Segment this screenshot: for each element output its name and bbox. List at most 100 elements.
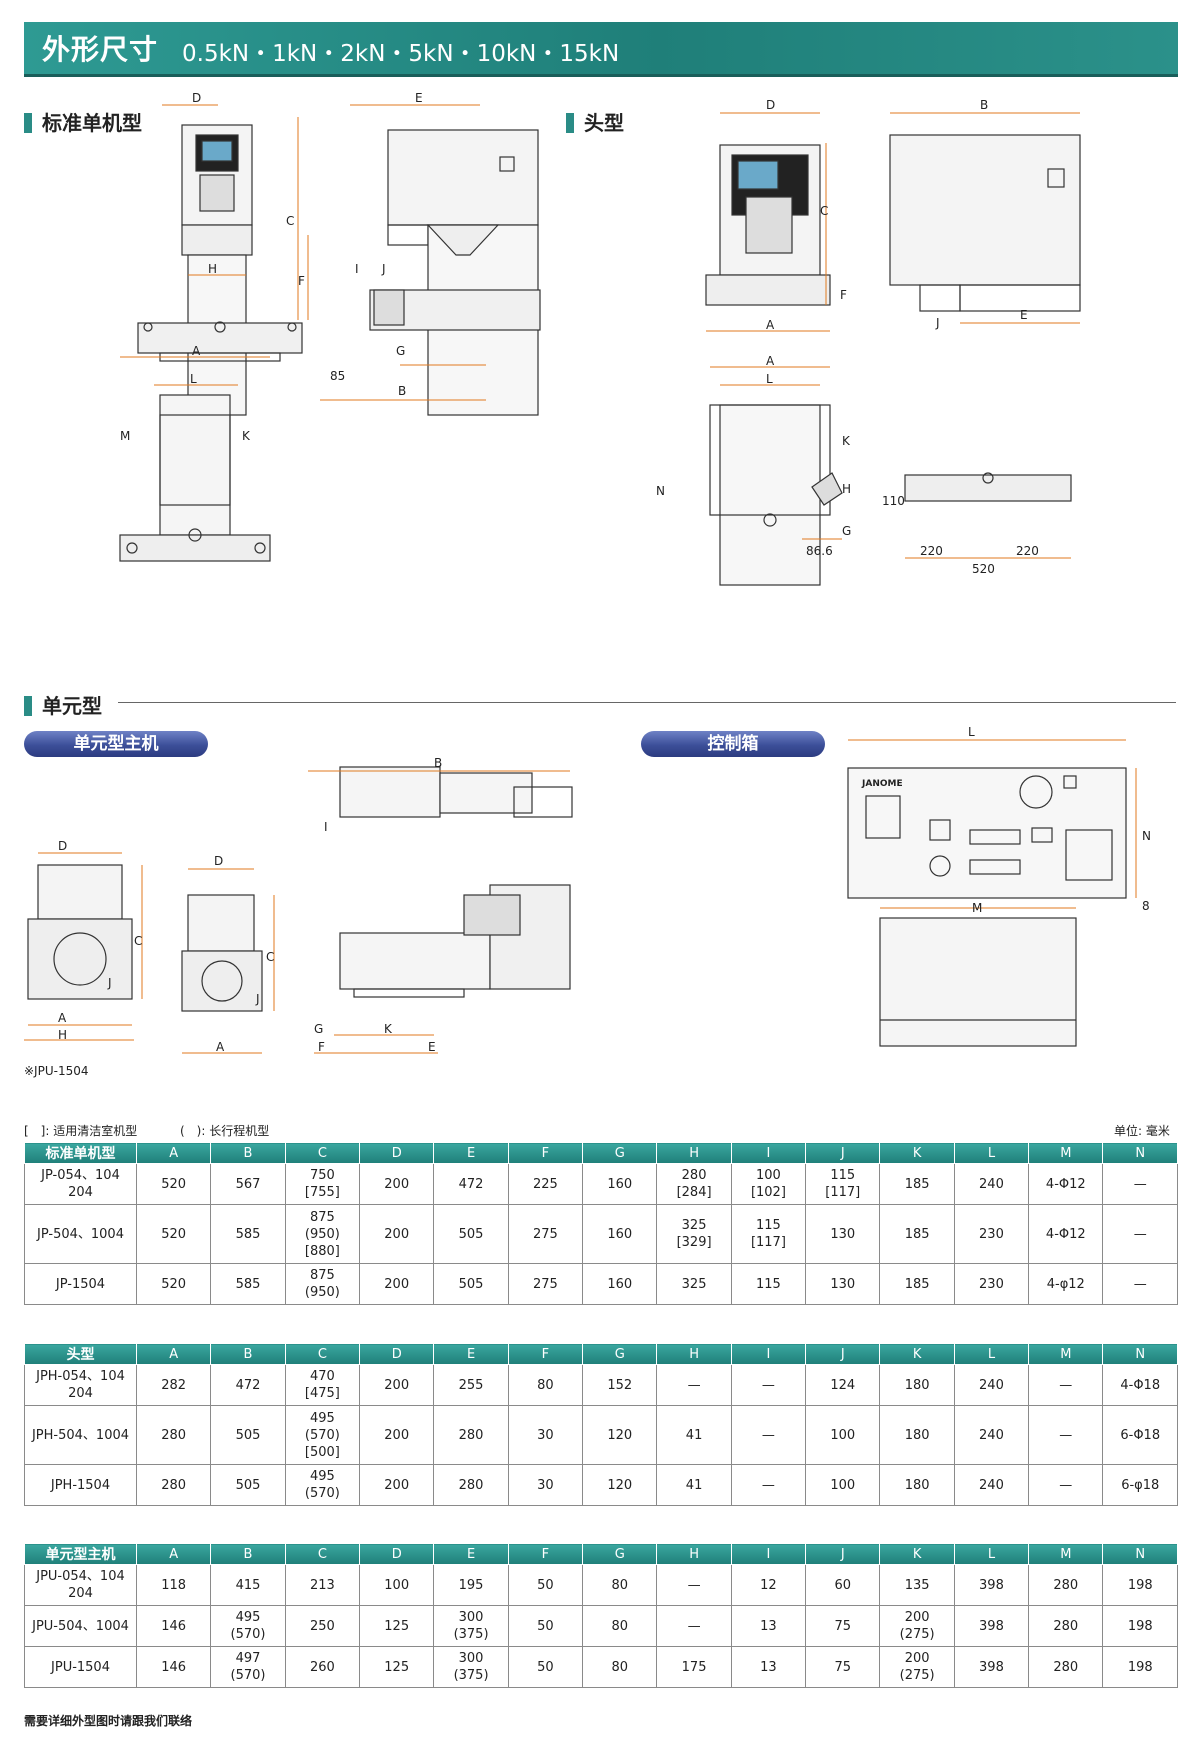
column-header-N: N [1102, 1343, 1178, 1365]
unit-dim-C: C [134, 934, 142, 948]
model-cell: JPU-504、1004 [24, 1605, 137, 1647]
value-cell: 160 [582, 1263, 658, 1305]
value-cell: 130 [805, 1204, 881, 1264]
column-header-M: M [1028, 1343, 1104, 1365]
head-dim-A2: A [766, 354, 775, 368]
value-cell: 398 [953, 1605, 1030, 1647]
model-cell: JPH-054、104 204 [24, 1364, 137, 1406]
column-header-A: A [135, 1142, 212, 1164]
value-cell: 180 [879, 1464, 955, 1506]
unit-dim-B: B [434, 756, 442, 770]
head-dim-A: A [766, 318, 775, 332]
column-header-L: L [953, 1543, 1030, 1565]
value-cell: 200 (275) [879, 1646, 955, 1688]
column-header-M: M [1028, 1142, 1104, 1164]
value-cell: 80 [582, 1605, 658, 1647]
section-marker [24, 696, 32, 716]
value-cell: 124 [805, 1364, 881, 1406]
value-cell: 4-Φ12 [1028, 1163, 1104, 1205]
footer-note: 需要详细外型图时请跟我们联络 [24, 1714, 193, 1728]
head-dim-D: D [766, 98, 775, 112]
head-dim-110: 110 [882, 494, 905, 508]
model-cell: JP-1504 [24, 1263, 137, 1305]
value-cell: 120 [582, 1464, 658, 1506]
column-header-C: C [284, 1543, 361, 1565]
column-header-G: G [582, 1142, 658, 1164]
page-subtitle: 0.5kN・1kN・2kN・5kN・10kN・15kN [182, 41, 620, 67]
value-cell: 198 [1102, 1605, 1178, 1647]
unit-note-jpu: ※JPU-1504 [24, 1064, 88, 1078]
column-header-M: M [1028, 1543, 1104, 1565]
column-header-K: K [879, 1142, 955, 1164]
section-head-heading: 头型 [566, 107, 624, 136]
column-header-L: L [953, 1343, 1030, 1365]
head-dim-J: J [935, 316, 940, 330]
column-header-A: A [135, 1343, 212, 1365]
legend-bracket: [ ]: 适用清洁室机型 [24, 1124, 138, 1138]
dim-C: C [286, 214, 294, 228]
value-cell: 300 (375) [433, 1605, 509, 1647]
column-header-D: D [359, 1343, 435, 1365]
dim-M: M [120, 429, 130, 443]
value-cell: 75 [805, 1605, 881, 1647]
unit-dim-H: H [58, 1028, 67, 1042]
value-cell: 200 [359, 1163, 435, 1205]
value-cell: 280 [135, 1405, 212, 1465]
column-header-J: J [805, 1343, 881, 1365]
column-header-L: L [953, 1142, 1030, 1164]
column-header-H: H [656, 1343, 732, 1365]
value-cell: — [1028, 1405, 1104, 1465]
column-header-I: I [730, 1343, 807, 1365]
value-cell: 118 [135, 1564, 212, 1606]
value-cell: 115 [117] [730, 1204, 807, 1264]
model-cell: JPH-504、1004 [24, 1405, 137, 1465]
dim-L: L [190, 372, 197, 386]
control-box-pill: 控制箱 [641, 731, 825, 757]
value-cell: — [730, 1464, 807, 1506]
head-dim-220-left: 220 [920, 544, 943, 558]
model-cell: JPU-1504 [24, 1646, 137, 1688]
value-cell: 240 [953, 1405, 1030, 1465]
value-cell: 230 [953, 1204, 1030, 1264]
value-cell: 325 [656, 1263, 732, 1305]
unit-dim-K: K [384, 1022, 393, 1036]
unit-dim-J2: J [255, 992, 260, 1006]
unit-dim-I: I [324, 820, 328, 834]
column-header-K: K [879, 1543, 955, 1565]
value-cell: 146 [135, 1646, 212, 1688]
value-cell: 495 (570) [500] [284, 1405, 361, 1465]
value-cell: 505 [433, 1263, 509, 1305]
model-cell: JP-504、1004 [24, 1204, 137, 1264]
head-dim-N: N [656, 484, 665, 498]
dim-J: J [381, 262, 386, 276]
page-title: 外形尺寸 [42, 33, 159, 66]
value-cell: 60 [805, 1564, 881, 1606]
head-type-drawing: D A B C F J E A L N K H G 110 86.6 220 2… [656, 98, 1081, 586]
value-cell: 120 [582, 1405, 658, 1465]
value-cell: 470 [475] [284, 1364, 361, 1406]
column-header-B: B [210, 1543, 286, 1565]
value-cell: 160 [582, 1163, 658, 1205]
standard-type-drawing: D E A H C F I J G 85 B L M K [119, 91, 541, 562]
value-cell: 325 [329] [656, 1204, 732, 1264]
value-cell: 240 [953, 1464, 1030, 1506]
control-dim-L: L [968, 725, 975, 739]
head-dim-F: F [840, 288, 847, 302]
unit-dim-A2: A [216, 1040, 225, 1054]
value-cell: 280 [284] [656, 1163, 732, 1205]
value-cell: 30 [507, 1405, 584, 1465]
value-cell: 200 [359, 1204, 435, 1264]
value-cell: 12 [730, 1564, 807, 1606]
value-cell: 505 [433, 1204, 509, 1264]
value-cell: 260 [284, 1646, 361, 1688]
value-cell: — [656, 1564, 732, 1606]
value-cell: 505 [210, 1464, 286, 1506]
